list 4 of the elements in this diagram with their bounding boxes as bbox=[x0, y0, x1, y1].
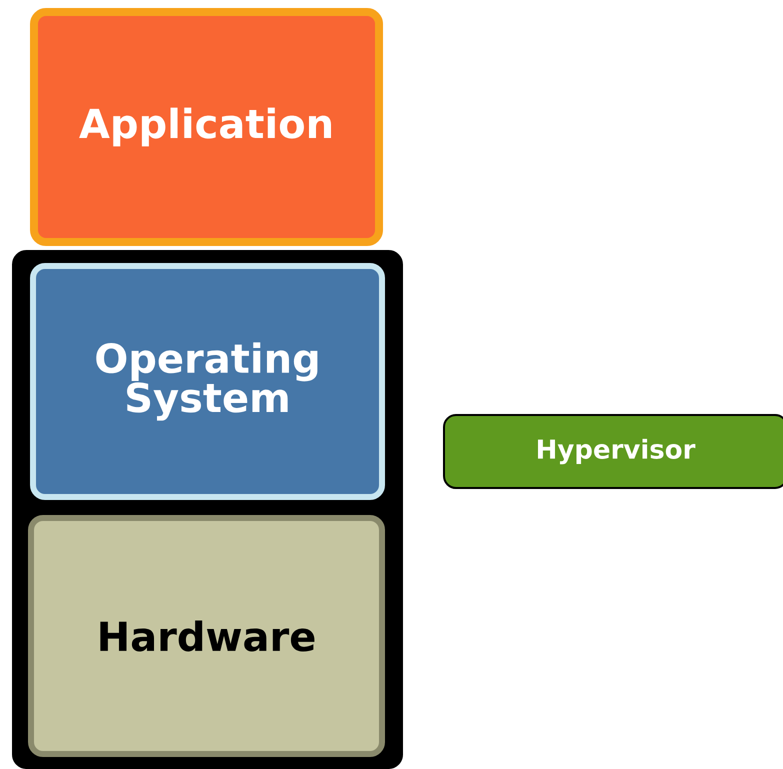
hardware-box: Hardware bbox=[28, 515, 385, 757]
hypervisor-box: Hypervisor bbox=[443, 414, 783, 489]
application-box: Application bbox=[30, 8, 383, 246]
operating-system-box: Operating System bbox=[30, 263, 385, 500]
